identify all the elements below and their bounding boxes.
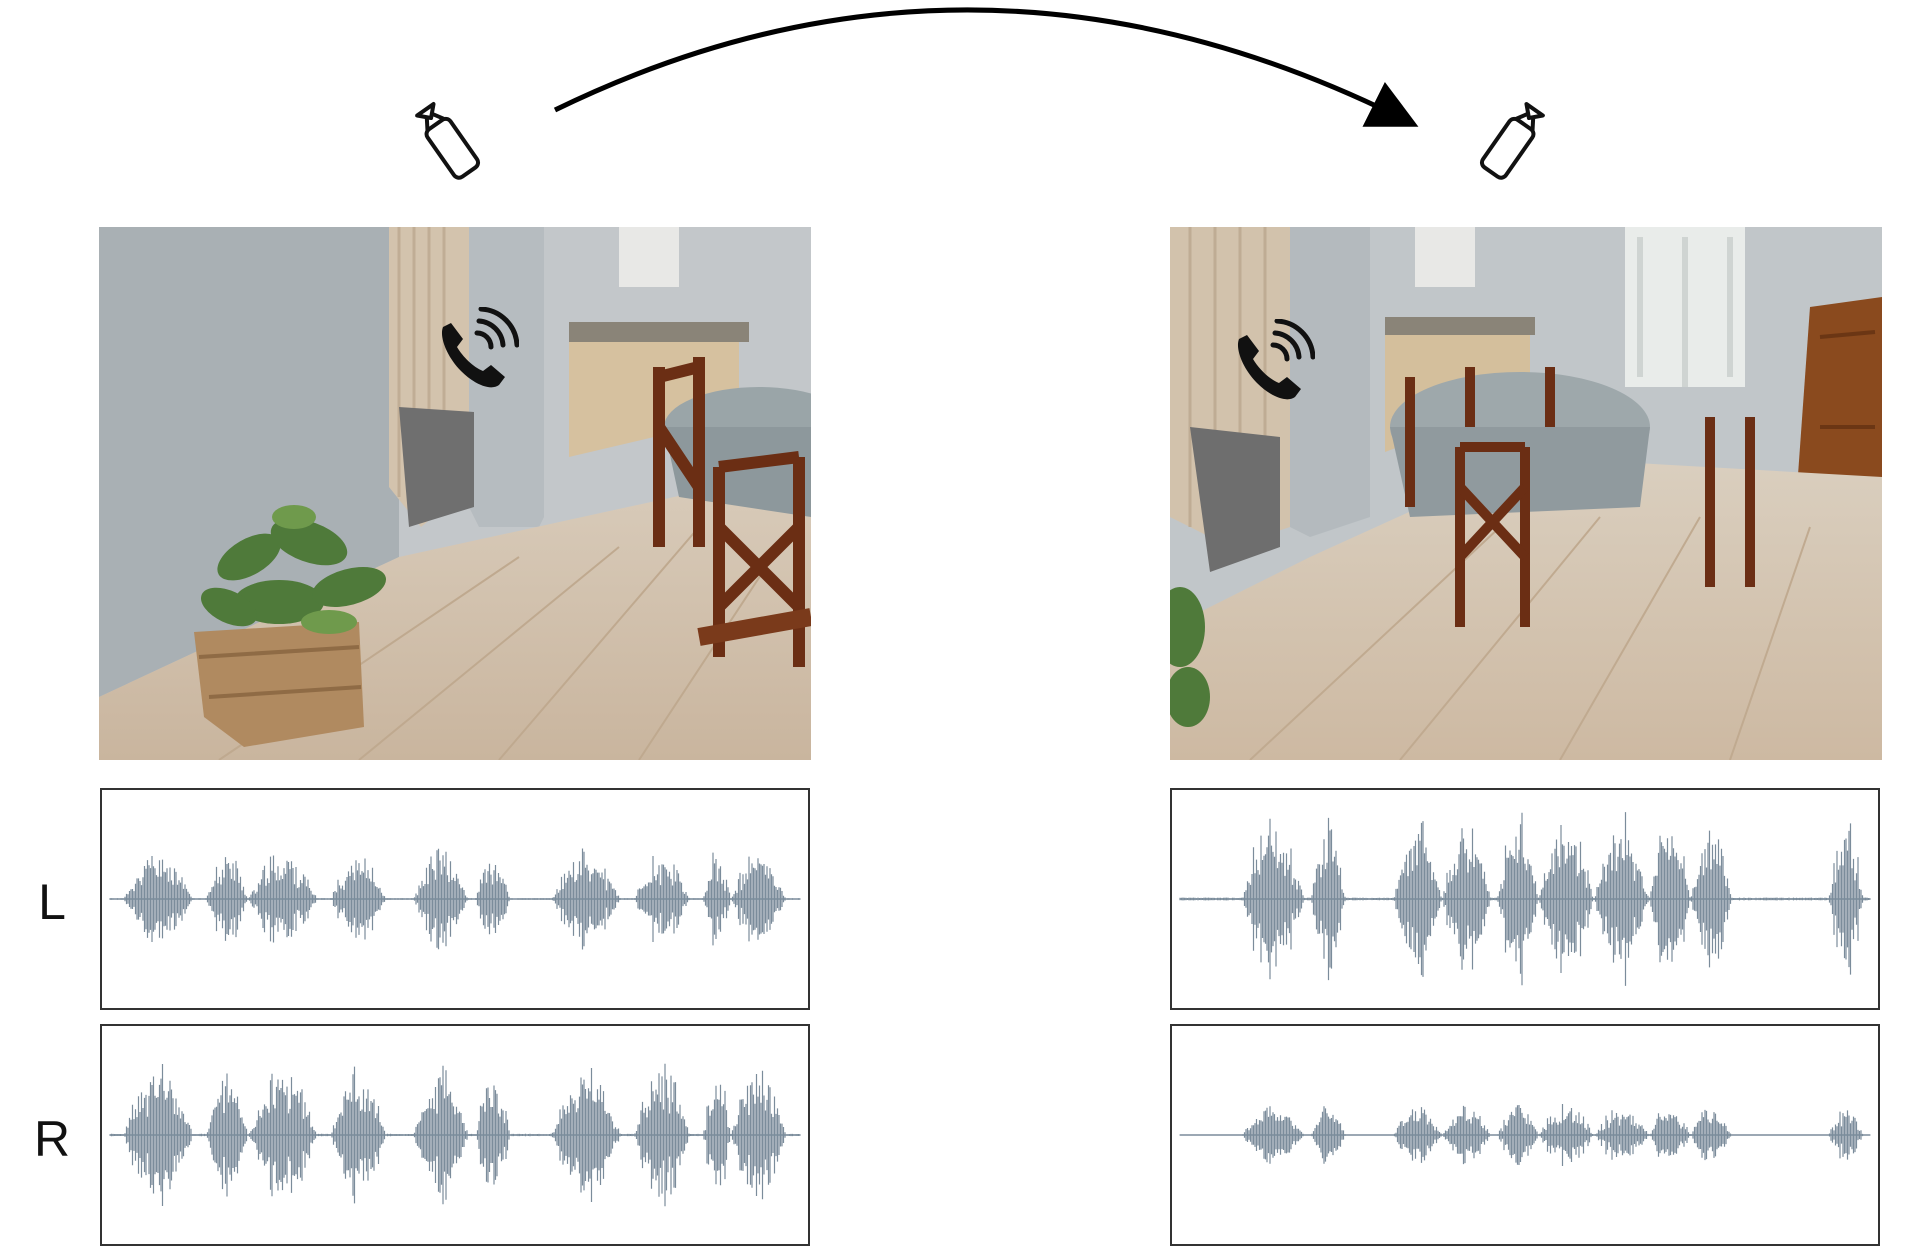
- waveform-end-right: [1170, 1024, 1880, 1246]
- waveform-end-left: [1170, 788, 1880, 1010]
- waveform-trace: [1179, 812, 1871, 986]
- right-channel-label: R: [33, 1111, 71, 1167]
- phone-ringing-icon: [1237, 319, 1315, 400]
- camera-icon: [415, 102, 481, 180]
- camera-trajectory-arrow: [553, 7, 1419, 127]
- waveform-trace: [1179, 1104, 1871, 1166]
- scene-view-end: [1170, 227, 1882, 760]
- phone-ringing-icon: [441, 307, 519, 388]
- waveform-end-left-plot: [1179, 812, 1871, 986]
- left-channel-label: L: [38, 874, 66, 930]
- waveform-start-left-plot: [109, 848, 801, 950]
- waveform-start-left: [100, 788, 810, 1010]
- waveform-end-right-plot: [1179, 1104, 1871, 1166]
- waveform-trace: [109, 1063, 801, 1207]
- scene-view-start: [99, 227, 811, 760]
- waveform-trace: [109, 848, 801, 950]
- camera-icon: [1479, 102, 1545, 180]
- waveform-start-right-plot: [109, 1063, 801, 1207]
- waveform-start-right: [100, 1024, 810, 1246]
